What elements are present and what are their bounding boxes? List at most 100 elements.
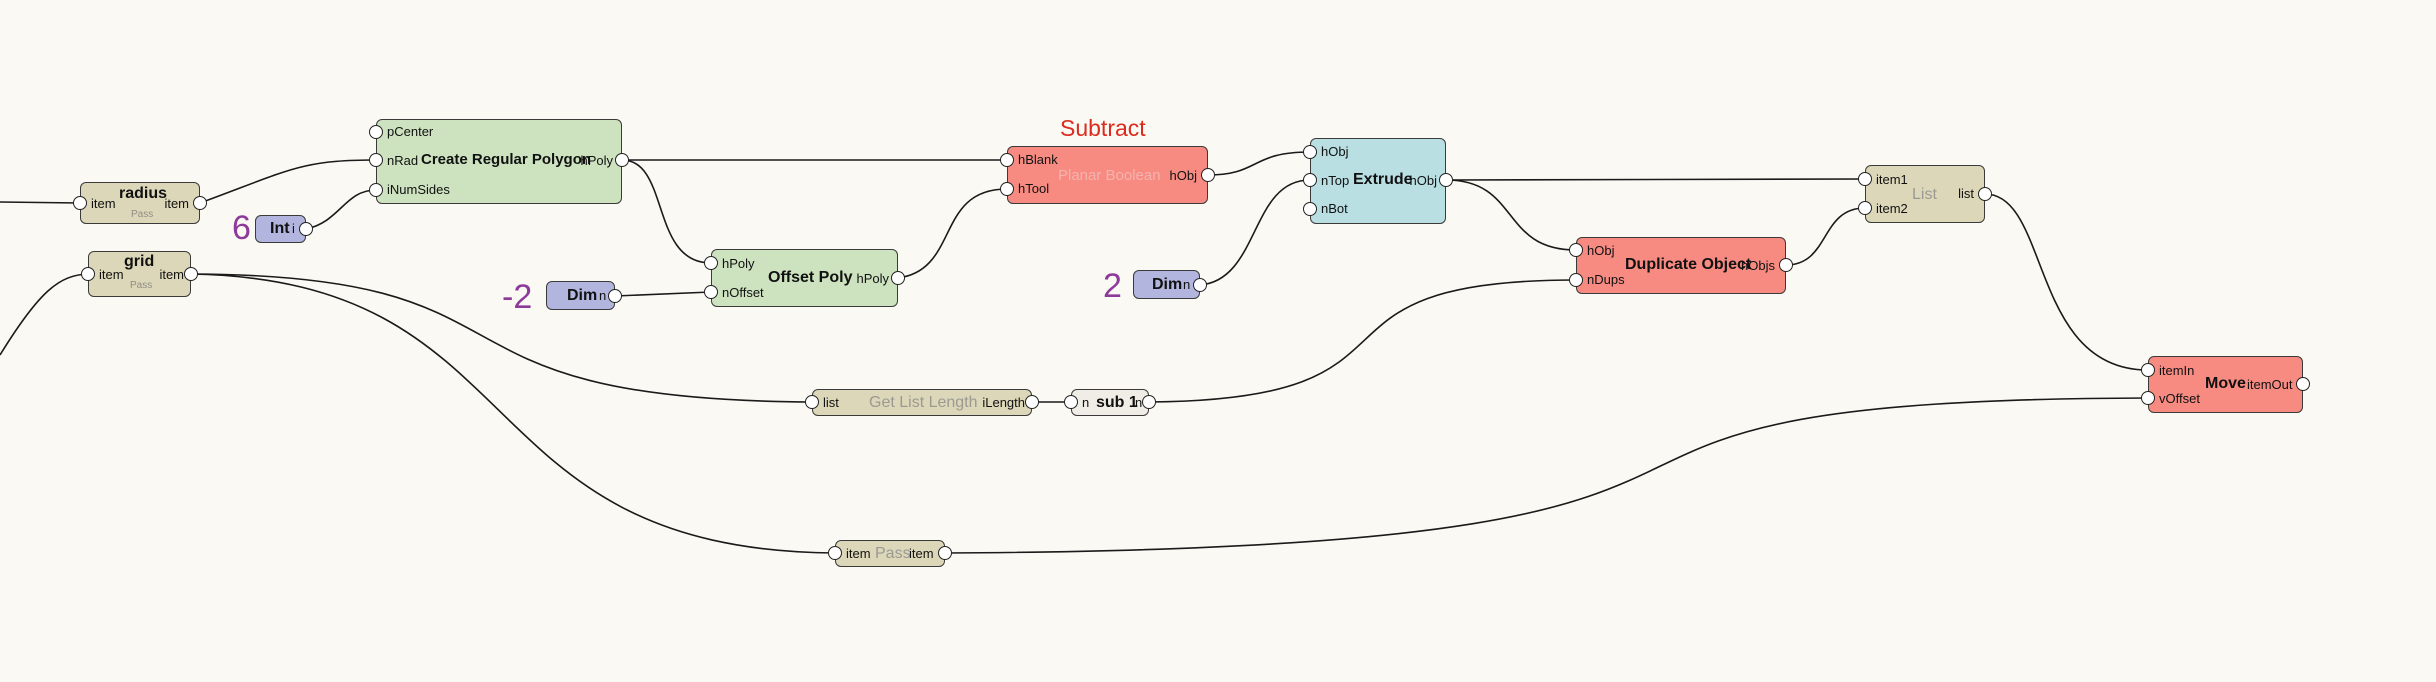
gll-out-ilength-label: iLength [982, 395, 1025, 410]
offset-in-hpoly-port[interactable] [704, 256, 718, 270]
offset-poly-node[interactable]: hPoly nOffset Offset Poly hPoly [711, 249, 898, 307]
crp-in-inumsides-port[interactable] [369, 183, 383, 197]
sub1-out-label: n [1135, 395, 1143, 410]
create-regular-polygon-node[interactable]: pCenter nRad iNumSides Create Regular Po… [376, 119, 622, 204]
sub1-in-label: n [1082, 395, 1090, 410]
int-value: 6 [232, 209, 251, 247]
sub1-in-port[interactable] [1064, 395, 1078, 409]
extrude-in-ntop-port[interactable] [1303, 173, 1317, 187]
gll-in-list-label: list [823, 395, 839, 410]
radius-out-label: item [164, 196, 189, 211]
dim1-out-port[interactable] [608, 289, 622, 303]
move-in-itemin-port[interactable] [2141, 363, 2155, 377]
sub1-title: sub 1 [1096, 394, 1138, 411]
radius-in-port[interactable] [73, 196, 87, 210]
list-node[interactable]: item1 item2 List list [1865, 165, 1985, 223]
list-in-item2-port[interactable] [1858, 201, 1872, 215]
grid-pass-node[interactable]: grid Pass item item [88, 251, 191, 297]
list-out-label: list [1958, 186, 1974, 201]
get-list-length-node[interactable]: list Get List Length iLength [812, 389, 1032, 416]
move-in-itemin-label: itemIn [2159, 363, 2195, 378]
dup-title: Duplicate Object [1625, 256, 1752, 273]
offset-in-hpoly-label: hPoly [722, 256, 755, 271]
radius-out-port[interactable] [193, 196, 207, 210]
pass-node[interactable]: item Pass item [835, 540, 945, 567]
move-out-itemout-port[interactable] [2296, 377, 2310, 391]
gll-out-ilength-port[interactable] [1025, 395, 1039, 409]
sub1-node[interactable]: n sub 1 n [1071, 389, 1149, 416]
grid-subtitle: Pass [130, 280, 153, 291]
int-node[interactable]: Int i [255, 215, 306, 243]
offset-in-noffset-label: nOffset [722, 285, 764, 300]
offset-out-hpoly-port[interactable] [891, 271, 905, 285]
radius-in-label: item [91, 196, 116, 211]
pass-in-item-label: item [846, 546, 871, 561]
wire-list-to-move-itemin [1984, 193, 2149, 371]
planar-in-hblank-port[interactable] [1000, 153, 1014, 167]
list-in-item1-label: item1 [1876, 172, 1908, 187]
dim2-node[interactable]: Dim n [1133, 270, 1200, 299]
pass-out-item-label: item [909, 546, 934, 561]
wire-dup-to-list-item2 [1785, 207, 1866, 266]
pass-in-port[interactable] [828, 546, 842, 560]
wire-planar-to-extrude-hobj [1207, 151, 1311, 176]
move-out-itemout-label: itemOut [2247, 377, 2293, 392]
grid-out-port[interactable] [184, 267, 198, 281]
list-in-item2-label: item2 [1876, 201, 1908, 216]
wire-int-to-crp-numsides [305, 189, 377, 230]
radius-pass-node[interactable]: radius Pass item item [80, 182, 200, 224]
dim2-out-port[interactable] [1193, 278, 1207, 292]
extrude-in-nbot-label: nBot [1321, 201, 1348, 216]
wire-input-to-grid [0, 273, 89, 356]
pass-title: Pass [875, 545, 911, 562]
move-node[interactable]: itemIn vOffset Move itemOut [2148, 356, 2303, 413]
crp-in-nrad-label: nRad [387, 153, 419, 168]
dim2-title: Dim [1152, 276, 1183, 293]
dim1-node[interactable]: Dim n [546, 281, 615, 310]
move-title: Move [2205, 375, 2246, 392]
offset-in-noffset-port[interactable] [704, 285, 718, 299]
grid-in-label: item [99, 267, 124, 282]
crp-in-pcenter-label: pCenter [387, 124, 434, 139]
extrude-out-hobj-port[interactable] [1439, 173, 1453, 187]
crp-title: Create Regular Polygon [421, 151, 592, 168]
wire-pass-to-move-voffset [944, 397, 2149, 554]
planar-in-htool-port[interactable] [1000, 182, 1014, 196]
grid-in-port[interactable] [81, 267, 95, 281]
sub1-out-port[interactable] [1142, 395, 1156, 409]
wire-crp-to-offset-hpoly [621, 159, 712, 264]
dup-in-hobj-label: hObj [1587, 243, 1615, 258]
planar-out-hobj-port[interactable] [1201, 168, 1215, 182]
wire-sub1-to-dup-ndups [1148, 279, 1577, 403]
pass-out-port[interactable] [938, 546, 952, 560]
int-out-port[interactable] [299, 222, 313, 236]
crp-out-hpoly-port[interactable] [615, 153, 629, 167]
dim1-value: -2 [502, 278, 533, 316]
dup-out-hobjs-port[interactable] [1779, 258, 1793, 272]
planar-boolean-node[interactable]: hBlank hTool Planar Boolean hObj [1007, 146, 1208, 204]
wire-extrude-to-list-item1 [1445, 178, 1866, 181]
list-in-item1-port[interactable] [1858, 172, 1872, 186]
move-in-voffset-label: vOffset [2159, 391, 2200, 406]
extrude-node[interactable]: hObj nTop nBot Extrude hObj [1310, 138, 1446, 224]
grid-out-label: item [159, 267, 184, 282]
extrude-in-hobj-port[interactable] [1303, 145, 1317, 159]
extrude-in-nbot-port[interactable] [1303, 202, 1317, 216]
grid-title: grid [124, 253, 155, 270]
list-out-port[interactable] [1978, 187, 1992, 201]
crp-in-nrad-port[interactable] [369, 153, 383, 167]
planar-boolean-caption: Subtract [1060, 115, 1146, 141]
gll-in-list-port[interactable] [805, 395, 819, 409]
wire-offset-to-planar-htool [897, 188, 1008, 279]
int-out-label: i [292, 221, 295, 236]
dup-in-ndups-port[interactable] [1569, 273, 1583, 287]
wire-extrude-to-dup-hobj [1445, 179, 1577, 251]
duplicate-object-node[interactable]: hObj nDups Duplicate Object hObjs [1576, 237, 1786, 294]
dim2-out-label: n [1183, 277, 1191, 292]
dup-in-hobj-port[interactable] [1569, 243, 1583, 257]
crp-in-pcenter-port[interactable] [369, 125, 383, 139]
move-in-voffset-port[interactable] [2141, 391, 2155, 405]
extrude-in-ntop-label: nTop [1321, 173, 1350, 188]
dup-out-hobjs-label: hObjs [1741, 258, 1775, 273]
int-title: Int [270, 220, 290, 237]
